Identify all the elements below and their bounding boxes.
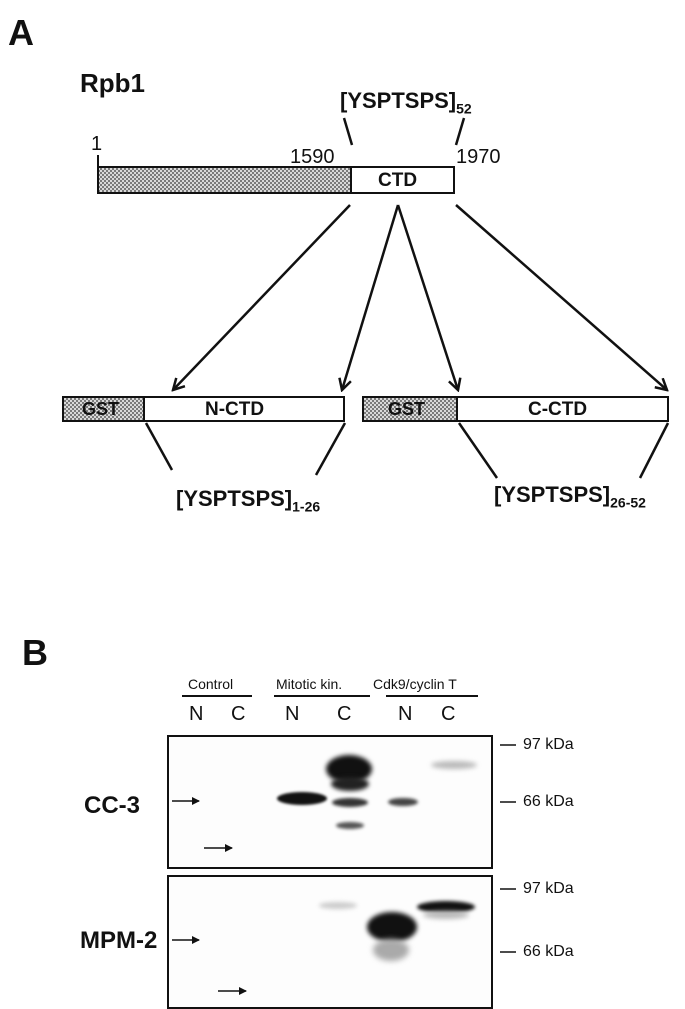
n-bracket-left — [144, 422, 174, 471]
group-rule-cdk9 — [386, 695, 478, 697]
blot-label-cc3: CC-3 — [84, 792, 141, 819]
c-bracket-left — [457, 422, 499, 479]
arrow-to-n-end — [342, 204, 400, 390]
c-repeat-motif: [YSPTSPS] — [494, 482, 611, 507]
band — [367, 912, 417, 942]
arrow-to-c-start — [396, 204, 458, 390]
blot-label-mpm2: MPM-2 — [80, 927, 158, 954]
position-ctd-start: 1590 — [290, 146, 335, 168]
band — [332, 798, 368, 807]
repeat-label-full: [YSPTSPS]52 — [340, 88, 472, 116]
group-label-mitotic: Mitotic kin. — [276, 676, 343, 692]
repeat-motif: [YSPTSPS] — [340, 88, 457, 113]
bracket-left — [342, 117, 354, 146]
n-repeat-motif: [YSPTSPS] — [176, 486, 293, 511]
group-rule-mitotic — [274, 695, 370, 697]
band — [319, 902, 357, 909]
arrow-to-c-end — [455, 204, 667, 390]
band — [423, 911, 469, 919]
c-repeat-range: 26-52 — [610, 494, 646, 511]
band — [331, 777, 369, 791]
position-start: 1 — [91, 133, 103, 155]
repeat-count: 52 — [456, 100, 472, 117]
c-ctd-box — [456, 396, 669, 422]
rpb1-body — [97, 166, 352, 194]
n-ctd-label: N-CTD — [205, 399, 265, 420]
band — [373, 939, 409, 961]
gst-box-c — [362, 396, 458, 422]
n-bracket-right — [314, 422, 347, 476]
lane-cdk9-c: C — [441, 703, 456, 725]
n-ctd-box — [143, 396, 345, 422]
panel-a-letter: A — [8, 12, 34, 53]
marker-mpm2-66: 66 kDa — [523, 943, 574, 960]
domain-diagram — [62, 117, 670, 479]
lane-mitotic-c: C — [337, 703, 352, 725]
band — [431, 761, 477, 769]
lane-control-c: C — [231, 703, 246, 725]
band — [277, 792, 327, 805]
panel-b-letter: B — [22, 632, 48, 673]
gst-label-n: GST — [82, 399, 120, 419]
n-repeat-label: [YSPTSPS]1-26 — [176, 486, 320, 514]
band — [388, 798, 418, 806]
lane-control-n: N — [189, 703, 204, 725]
blot-mpm2 — [167, 875, 493, 1009]
marker-cc3-97: 97 kDa — [523, 736, 574, 753]
gst-label-c: GST — [388, 399, 426, 419]
band — [336, 822, 364, 829]
ctd-label: CTD — [378, 170, 418, 191]
c-repeat-label: [YSPTSPS]26-52 — [494, 482, 646, 510]
marker-cc3-66: 66 kDa — [523, 793, 574, 810]
n-repeat-range: 1-26 — [292, 498, 321, 515]
band — [417, 901, 475, 913]
lane-mitotic-n: N — [285, 703, 300, 725]
marker-mpm2-97: 97 kDa — [523, 880, 574, 897]
c-bracket-right — [638, 422, 670, 479]
group-rule-control — [182, 695, 252, 697]
group-label-cdk9: Cdk9/cyclin T — [373, 676, 457, 692]
c-ctd-label: C-CTD — [528, 399, 588, 420]
ctd-box — [350, 166, 455, 194]
lane-cdk9-n: N — [398, 703, 413, 725]
arrow-to-n-start — [173, 204, 351, 390]
group-label-control: Control — [188, 676, 234, 692]
blot-cc3 — [167, 735, 493, 869]
position-end: 1970 — [456, 146, 501, 168]
bracket-right — [454, 117, 466, 146]
protein-name: Rpb1 — [80, 68, 145, 98]
